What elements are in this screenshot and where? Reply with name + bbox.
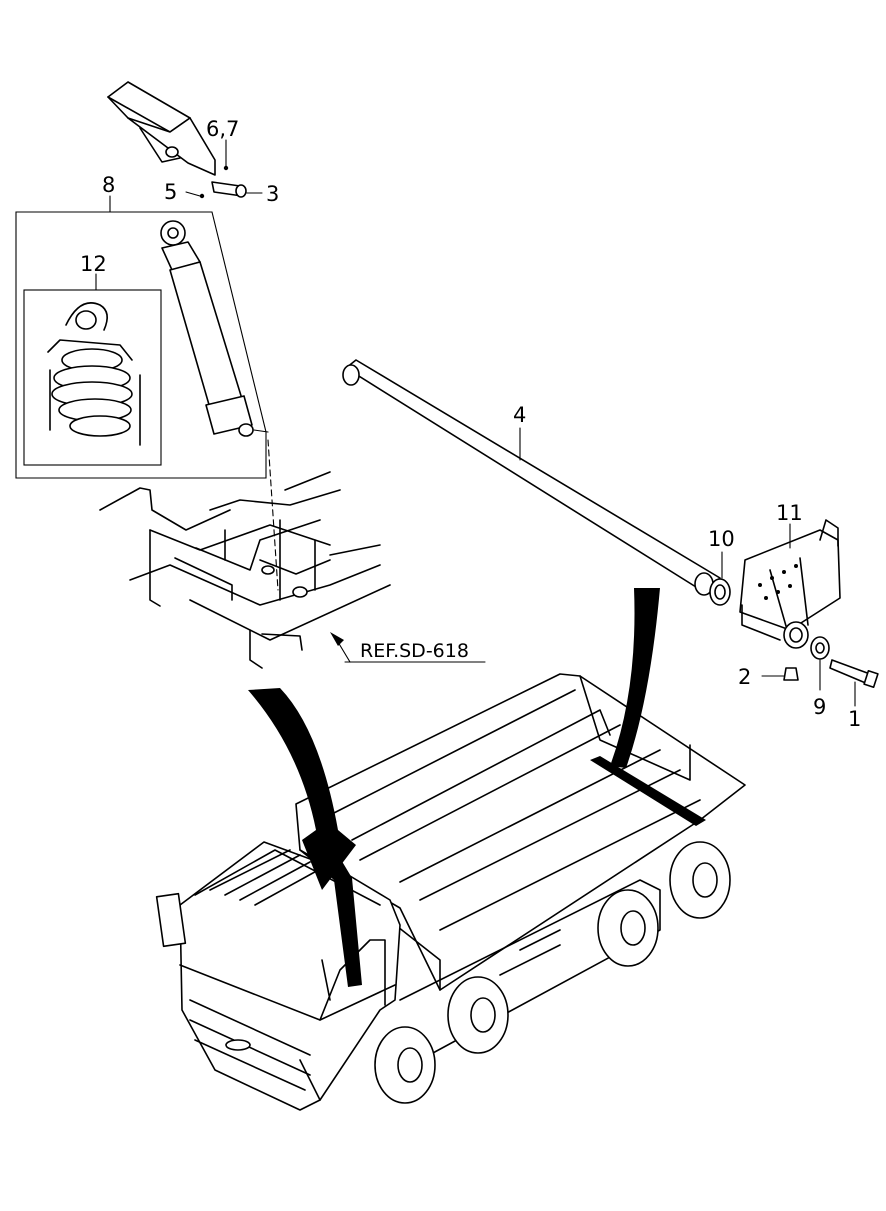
hydraulic-cylinder bbox=[160, 220, 269, 437]
reference-label: REF.SD-618 bbox=[360, 640, 469, 662]
dashed-leader bbox=[267, 439, 279, 591]
reference-leader bbox=[330, 632, 486, 663]
rear-bracket bbox=[739, 519, 841, 649]
callout-12: 12 bbox=[80, 252, 107, 276]
callout-1: 1 bbox=[848, 707, 861, 731]
callout-10: 10 bbox=[708, 527, 735, 551]
upper-mounting-bracket bbox=[107, 81, 216, 176]
callout-9: 9 bbox=[813, 695, 826, 719]
pin-assembly bbox=[185, 139, 263, 199]
callout-3: 3 bbox=[266, 182, 279, 206]
callout-4: 4 bbox=[513, 403, 526, 427]
callout-11: 11 bbox=[776, 501, 803, 525]
cross-tube bbox=[342, 359, 721, 596]
grease-nipple-2 bbox=[761, 667, 799, 681]
ring-10 bbox=[709, 551, 731, 606]
seal-kit-box bbox=[23, 273, 162, 466]
chassis-frame bbox=[99, 471, 391, 669]
pointer-arrow-left bbox=[248, 688, 356, 890]
washer-9 bbox=[810, 636, 830, 691]
dump-truck bbox=[155, 673, 746, 1111]
seal-kit-detail bbox=[47, 302, 141, 446]
bolt-1 bbox=[829, 659, 879, 707]
callout-8: 8 bbox=[102, 173, 115, 197]
callout-2: 2 bbox=[738, 665, 751, 689]
callout-5: 5 bbox=[164, 180, 177, 204]
pointer-arrow-front bbox=[310, 858, 362, 987]
cylinder-kit-box bbox=[15, 195, 267, 479]
pointer-arrow-right bbox=[610, 588, 660, 768]
callout-6-7: 6,7 bbox=[206, 117, 239, 141]
